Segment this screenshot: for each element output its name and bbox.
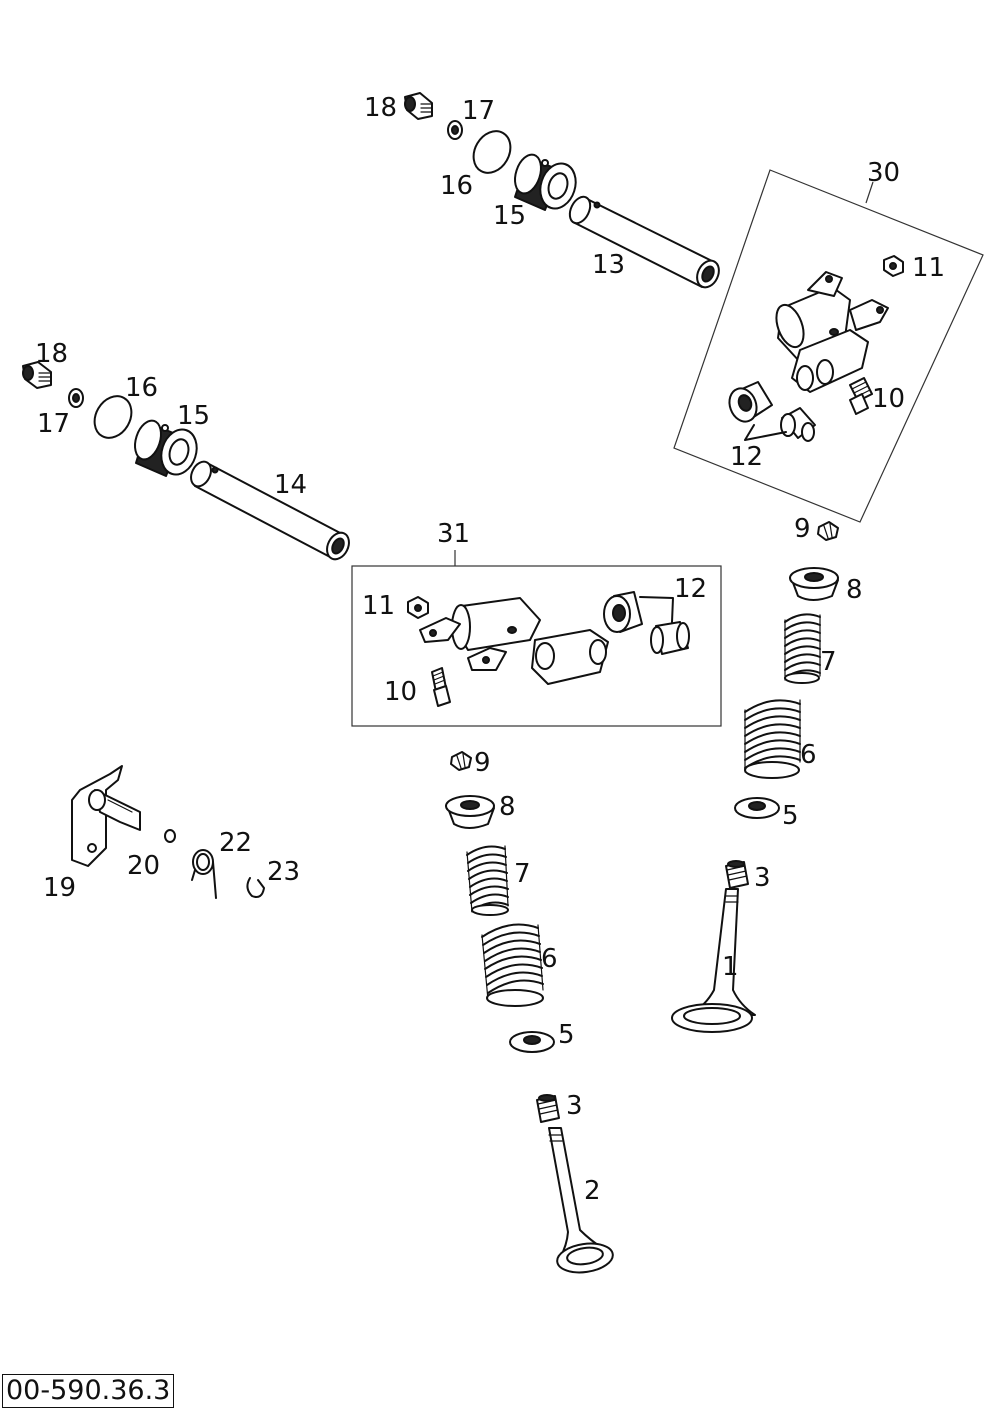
o-ring-16-lower bbox=[93, 395, 133, 439]
cotter-9-right bbox=[817, 521, 839, 541]
callout-10: 10 bbox=[872, 384, 905, 414]
callout-18: 18 bbox=[35, 339, 68, 369]
valve-1 bbox=[671, 888, 756, 1033]
callout-18: 18 bbox=[364, 93, 397, 123]
assembly-frame-30 bbox=[673, 169, 984, 523]
callout-12: 12 bbox=[730, 442, 763, 472]
callout-11: 11 bbox=[362, 591, 395, 621]
callout-31: 31 bbox=[437, 519, 470, 549]
decompressor-shaft-19 bbox=[71, 765, 141, 867]
nut-11-lower bbox=[407, 596, 429, 619]
cotter-9-left bbox=[450, 751, 472, 771]
bearing-12-lower bbox=[603, 591, 690, 655]
screw-18-upper bbox=[404, 92, 433, 120]
callout-16: 16 bbox=[125, 373, 158, 403]
callout-17: 17 bbox=[37, 409, 70, 439]
valve-2 bbox=[548, 1127, 614, 1274]
callout-8: 8 bbox=[499, 792, 516, 822]
nut-11-upper bbox=[883, 255, 904, 277]
callout-7: 7 bbox=[514, 859, 531, 889]
screw-10-lower bbox=[431, 667, 451, 707]
callout-19: 19 bbox=[43, 873, 76, 903]
seat-5-right bbox=[734, 797, 780, 819]
ring-20 bbox=[164, 829, 176, 843]
screw-18-lower bbox=[22, 361, 52, 389]
callout-10: 10 bbox=[384, 677, 417, 707]
callout-11: 11 bbox=[912, 253, 945, 283]
clip-23 bbox=[246, 877, 265, 898]
callout-17: 17 bbox=[462, 96, 495, 126]
callout-9: 9 bbox=[794, 514, 811, 544]
callout-3: 3 bbox=[566, 1091, 583, 1121]
seal-3-right bbox=[725, 860, 749, 889]
callout-3: 3 bbox=[754, 863, 771, 893]
leader-12-lower bbox=[639, 596, 674, 623]
diagram-code-label: 00-590.36.3 bbox=[2, 1374, 175, 1408]
o-ring-16-upper bbox=[472, 130, 512, 174]
assembly-frame-31 bbox=[351, 565, 722, 727]
callout-16: 16 bbox=[440, 171, 473, 201]
washer-17-upper bbox=[447, 120, 463, 140]
callout-23: 23 bbox=[267, 857, 300, 887]
spring-6-right bbox=[744, 699, 801, 779]
seat-5-left bbox=[509, 1031, 555, 1053]
leader-12-upper bbox=[744, 424, 787, 441]
callout-8: 8 bbox=[846, 575, 863, 605]
callout-1: 1 bbox=[722, 952, 739, 982]
callout-22: 22 bbox=[219, 828, 252, 858]
callout-6: 6 bbox=[800, 740, 817, 770]
spring-6-left bbox=[481, 923, 544, 1007]
callout-6: 6 bbox=[541, 944, 558, 974]
callout-5: 5 bbox=[558, 1020, 575, 1050]
callout-15: 15 bbox=[177, 401, 210, 431]
bearing-12-upper bbox=[728, 381, 816, 442]
callout-7: 7 bbox=[820, 647, 837, 677]
callout-2: 2 bbox=[584, 1176, 601, 1206]
spring-22 bbox=[191, 849, 217, 899]
retainer-8-left bbox=[445, 795, 495, 829]
retainer-8-right bbox=[789, 567, 839, 601]
callout-12: 12 bbox=[674, 574, 707, 604]
callout-20: 20 bbox=[127, 851, 160, 881]
spring-7-left bbox=[466, 845, 509, 916]
bushing-15-upper bbox=[514, 153, 577, 211]
screw-10-upper bbox=[849, 377, 873, 415]
bushing-15-lower bbox=[134, 419, 198, 477]
seal-3-left bbox=[536, 1094, 560, 1123]
rocker-arm-30 bbox=[775, 271, 889, 393]
rocker-shaft-13 bbox=[568, 195, 720, 289]
callout-15: 15 bbox=[493, 201, 526, 231]
callout-30: 30 bbox=[867, 158, 900, 188]
rocker-arm-31 bbox=[419, 597, 609, 685]
callout-13: 13 bbox=[592, 250, 625, 280]
callout-5: 5 bbox=[782, 801, 799, 831]
washer-17-lower bbox=[68, 388, 84, 408]
spring-7-right bbox=[784, 613, 821, 684]
callout-9: 9 bbox=[474, 748, 491, 778]
rocker-shaft-14 bbox=[190, 460, 350, 561]
callout-14: 14 bbox=[274, 470, 307, 500]
